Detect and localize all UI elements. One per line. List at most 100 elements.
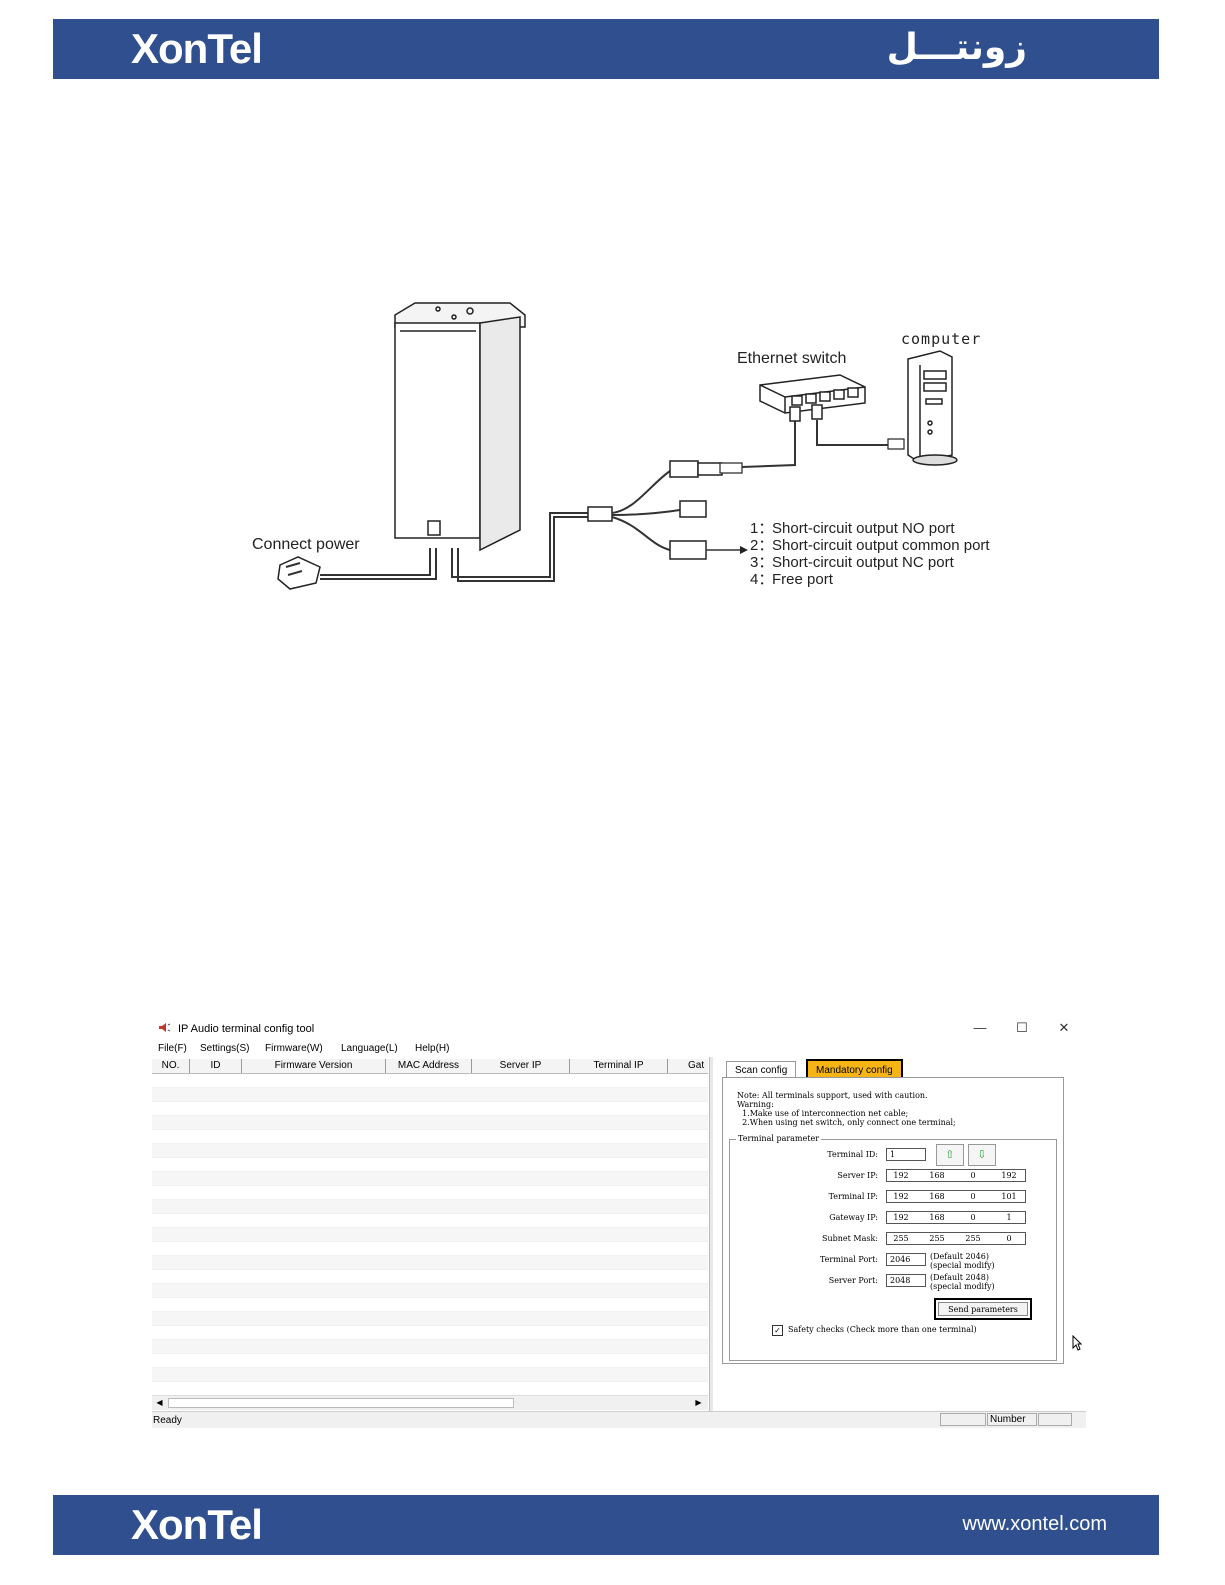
column-firmware-version[interactable]: Firmware Version (242, 1059, 386, 1073)
column-id[interactable]: ID (190, 1059, 242, 1073)
table-row[interactable] (152, 1228, 708, 1242)
port-description: Short-circuit output NC port (772, 554, 955, 571)
website-url[interactable]: www.xontel.com (962, 1513, 1108, 1535)
status-bar: Ready Number (152, 1411, 1086, 1428)
column-mac-address[interactable]: MAC Address (386, 1059, 472, 1073)
safety-checks-label: Safety checks (Check more than one termi… (788, 1325, 977, 1334)
status-cell (940, 1413, 986, 1426)
table-row[interactable] (152, 1256, 708, 1270)
ip-octet: 192 (893, 1171, 909, 1180)
close-button[interactable]: ✕ (1058, 1020, 1070, 1035)
port-description: Short-circuit output common port (772, 537, 990, 554)
footer-band: XonTel www.xontel.com (53, 1495, 1159, 1555)
table-row[interactable] (152, 1340, 708, 1354)
status-text: Ready (153, 1415, 182, 1426)
port-description: Free port (772, 571, 834, 588)
table-row[interactable] (152, 1102, 708, 1116)
table-row[interactable] (152, 1144, 708, 1158)
table-row[interactable] (152, 1200, 708, 1214)
ethernet-switch (759, 374, 866, 422)
note-line: 2.When using net switch, only connect on… (737, 1118, 956, 1127)
table-row[interactable] (152, 1186, 708, 1200)
mandatory-config-panel: Note: All terminals support, used with c… (722, 1077, 1064, 1364)
gateway-ip-label: Gateway IP: (829, 1213, 878, 1222)
table-row[interactable] (152, 1368, 708, 1382)
ip-octet: 168 (929, 1171, 945, 1180)
terminal-table-body[interactable] (152, 1074, 708, 1394)
column-gateway[interactable]: Gat (668, 1059, 708, 1073)
mouse-cursor-icon (1072, 1335, 1082, 1351)
terminal-id-input[interactable]: 1 (886, 1148, 926, 1161)
table-row[interactable] (152, 1312, 708, 1326)
horizontal-scrollbar[interactable]: ◀ ▶ (152, 1395, 708, 1410)
menu-file[interactable]: File(F) (158, 1043, 187, 1054)
menu-language[interactable]: Language(L) (341, 1043, 398, 1054)
speaker-column (394, 302, 526, 552)
table-row[interactable] (152, 1116, 708, 1130)
table-row[interactable] (152, 1298, 708, 1312)
terminal-id-label: Terminal ID: (827, 1150, 878, 1159)
send-parameters-button[interactable]: Send parameters (934, 1298, 1032, 1320)
id-up-arrow-icon[interactable]: ⇧ (936, 1144, 964, 1166)
ip-octet: 255 (893, 1234, 909, 1243)
table-row[interactable] (152, 1354, 708, 1368)
xontel-logo: XonTel (131, 25, 263, 72)
safety-checks-checkbox[interactable]: ✓ (772, 1325, 783, 1336)
server-port-label: Server Port: (828, 1276, 878, 1285)
connection-diagram: computer Ethernet switch Connect power 1… (252, 302, 990, 590)
ip-octet: 1 (1006, 1213, 1012, 1222)
menu-settings[interactable]: Settings(S) (200, 1043, 250, 1054)
column-no[interactable]: NO. (152, 1059, 190, 1073)
ip-octet: 192 (1001, 1171, 1017, 1180)
server-port-input[interactable]: 2048 (886, 1274, 926, 1287)
minimize-button[interactable]: — (973, 1020, 987, 1035)
scroll-thumb[interactable] (168, 1398, 514, 1408)
table-row[interactable] (152, 1382, 708, 1394)
menu-help[interactable]: Help(H) (415, 1043, 450, 1054)
terminal-port-input[interactable]: 2046 (886, 1253, 926, 1266)
ip-octet: 101 (1001, 1192, 1017, 1201)
port-list: 1： Short-circuit output NO port 2： Short… (750, 520, 990, 588)
power-cable (277, 548, 437, 590)
terminal-ip-label: Terminal IP: (828, 1192, 878, 1201)
port-number: 2： (750, 537, 773, 554)
server-ip-label: Server IP: (837, 1171, 878, 1180)
computer-label: computer (901, 330, 981, 348)
table-row[interactable] (152, 1242, 708, 1256)
scroll-right-icon[interactable]: ▶ (695, 1398, 702, 1407)
server-port-hint: (Default 2048) (special modify) (930, 1273, 995, 1291)
config-tool-window: IP Audio terminal config tool — ☐ ✕ File… (152, 1017, 1086, 1428)
column-terminal-ip[interactable]: Terminal IP (570, 1059, 668, 1073)
terminal-parameter-group: Terminal parameter Terminal ID: 1 ⇧ ⇩ Se… (729, 1134, 1057, 1361)
table-row[interactable] (152, 1214, 708, 1228)
ip-octet: 168 (929, 1213, 945, 1222)
column-server-ip[interactable]: Server IP (472, 1059, 570, 1073)
table-row[interactable] (152, 1284, 708, 1298)
table-row[interactable] (152, 1088, 708, 1102)
table-row[interactable] (152, 1130, 708, 1144)
note-line: Warning: (737, 1100, 774, 1109)
table-row[interactable] (152, 1158, 708, 1172)
speaker-app-icon (159, 1023, 171, 1032)
table-row[interactable] (152, 1326, 708, 1340)
switch-label: Ethernet switch (737, 350, 846, 367)
ip-octet: 255 (929, 1234, 945, 1243)
menu-firmware[interactable]: Firmware(W) (265, 1043, 323, 1054)
title-bar: IP Audio terminal config tool — ☐ ✕ (152, 1017, 1086, 1039)
pane-splitter[interactable] (709, 1057, 713, 1417)
id-down-arrow-icon[interactable]: ⇩ (968, 1144, 996, 1166)
note-line: 1.Make use of interconnection net cable; (737, 1109, 909, 1118)
table-row[interactable] (152, 1074, 708, 1088)
table-row[interactable] (152, 1270, 708, 1284)
table-row[interactable] (152, 1172, 708, 1186)
data-cable (451, 420, 905, 582)
ip-octet: 168 (929, 1192, 945, 1201)
note-line: Note: All terminals support, used with c… (737, 1091, 928, 1100)
ip-octet: 192 (893, 1213, 909, 1222)
scroll-left-icon[interactable]: ◀ (156, 1398, 163, 1407)
maximize-button[interactable]: ☐ (1016, 1020, 1028, 1035)
